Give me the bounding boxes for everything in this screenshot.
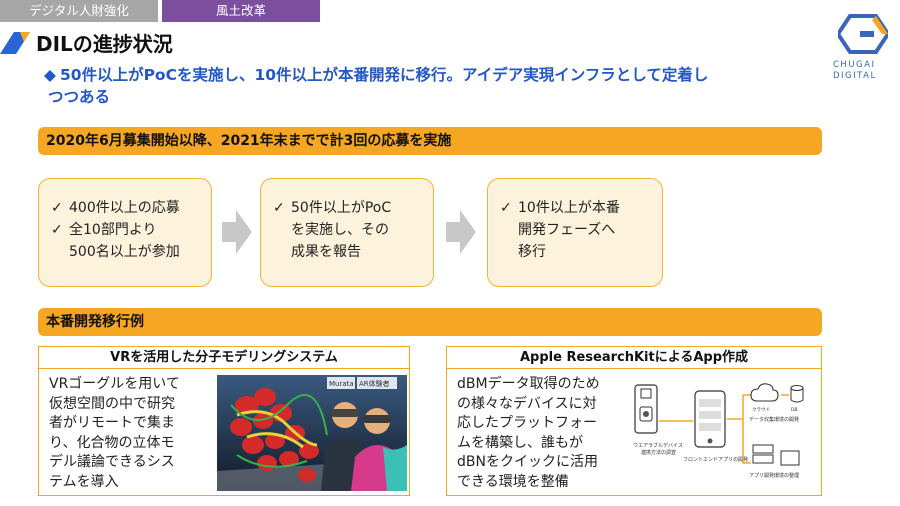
svg-text:AR体験者: AR体験者	[359, 379, 390, 388]
check-icon: ✓	[51, 222, 63, 238]
svg-text:クラウド: クラウド	[752, 406, 770, 413]
svg-text:Murata: Murata	[329, 380, 354, 388]
tab-culture-reform[interactable]: 風土改革	[162, 0, 320, 22]
headline-line1: 50件以上がPoCを実施し、10件以上が本番開発に移行。アイデア実現インフラとし…	[60, 66, 709, 84]
cloud-icon	[750, 383, 779, 402]
check-icon: ✓	[273, 200, 285, 216]
database-icon	[790, 385, 804, 403]
logo-text: CHUGAI DIGITAL	[833, 60, 877, 81]
chevron-right-icon	[222, 210, 252, 254]
tab-digital-talent[interactable]: デジタル人財強化	[0, 0, 158, 22]
section-banner-examples: 本番開発移行例	[38, 308, 822, 336]
case-vr-modeling: VRを活用した分子モデリングシステム VRゴーグルを用いて 仮想空間の中で研究 …	[38, 346, 410, 496]
step-line: 500名以上が参加	[69, 244, 180, 260]
check-icon: ✓	[51, 200, 63, 216]
smartphone-app-icon	[694, 390, 726, 448]
chugai-digital-logo-icon	[838, 14, 888, 54]
step-line: ✓全10部門より	[51, 219, 201, 241]
svg-text:DB: DB	[791, 407, 798, 413]
step-box-applications: ✓400件以上の応募 ✓全10部門より 500名以上が参加	[38, 178, 212, 287]
chevron-right-icon	[446, 210, 476, 254]
svg-text:アプリ開発環境の整理: アプリ開発環境の整理	[749, 472, 799, 479]
headline: ◆50件以上がPoCを実施し、10件以上が本番開発に移行。アイデア実現インフラと…	[44, 64, 828, 108]
case-researchkit-app: Apple ResearchKitによるApp作成 dBMデータ取得のため の様…	[446, 346, 822, 496]
case-description: VRゴーグルを用いて 仮想空間の中で研究 者がリモートで集ま り、化合物の立体モ…	[49, 376, 180, 490]
step-line: 成果を報告	[291, 244, 361, 260]
headline-line2: つつある	[48, 88, 111, 106]
step-line: ✓10件以上が本番	[500, 197, 652, 219]
case-description: dBMデータ取得のため の様々なデバイスに対 応したプラットフォー ムを構築し、…	[457, 376, 600, 490]
wearable-device-icon	[634, 384, 658, 434]
case-title: Apple ResearchKitによるApp作成	[447, 347, 821, 369]
diamond-bullet-icon: ◆	[44, 66, 56, 84]
step-line: ✓400件以上の応募	[51, 197, 201, 219]
svg-text:連携方法の調査: 連携方法の調査	[641, 449, 676, 456]
app-architecture-diagram: ウエアラブルデバイス 連携方法の調査 フロントエンドアプリの開発 クラウド DB…	[633, 383, 804, 479]
svg-text:ウエアラブルデバイス: ウエアラブルデバイス	[633, 442, 683, 449]
section-banner-applications: 2020年6月募集開始以降、2021年末までで計3回の応募を実施	[38, 127, 822, 155]
page-title: DILの進捗状況	[36, 32, 173, 56]
step-line: を実施し、その	[291, 222, 389, 238]
step-line: ✓50件以上がPoC	[273, 197, 423, 219]
svg-text:フロントエンドアプリの開発: フロントエンドアプリの開発	[683, 456, 748, 463]
title-accent-icon	[0, 32, 30, 54]
vr-molecule-image: Murata AR体験者	[217, 375, 407, 491]
svg-text:データ収集環境の開発: データ収集環境の開発	[749, 416, 799, 423]
step-line: 開発フェーズへ	[518, 222, 616, 238]
server-icon	[752, 444, 800, 466]
step-box-production: ✓10件以上が本番 開発フェーズへ 移行	[487, 178, 663, 287]
step-line: 移行	[518, 244, 546, 260]
check-icon: ✓	[500, 200, 512, 216]
step-box-poc: ✓50件以上がPoC を実施し、その 成果を報告	[260, 178, 434, 287]
case-title: VRを活用した分子モデリングシステム	[39, 347, 409, 369]
